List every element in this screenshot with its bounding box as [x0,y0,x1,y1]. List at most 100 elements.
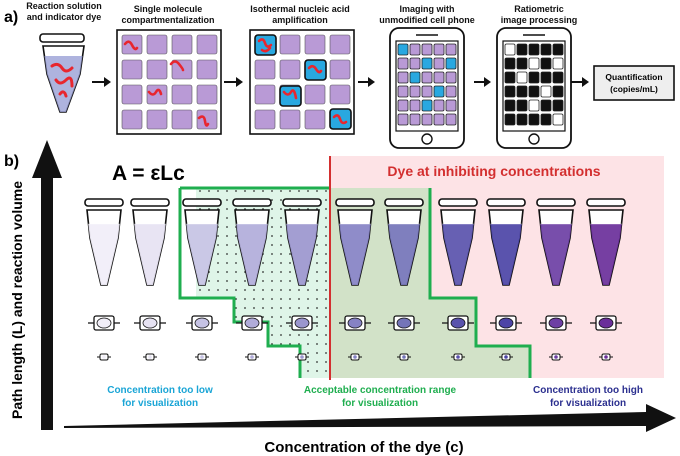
tube-icon [182,198,222,286]
well-icon [286,315,318,331]
tube-cap [384,198,424,207]
well-icon [590,315,622,331]
phone-pixel [397,85,409,98]
phone-pixel [409,71,421,84]
well-icon [236,315,268,331]
low-caption-line1: Concentration too low [107,385,213,396]
tube-liquid [134,224,166,285]
phone-imaging-icon [389,27,465,149]
phone-pixel [397,57,409,70]
quantification-label-line2: (copies/mL) [610,84,658,94]
phone-pixel [433,57,445,70]
phone-pixel [552,85,564,98]
compartment-cell [146,84,168,105]
compartment-cell [279,109,301,130]
ok-caption-line2: for visualization [342,398,418,409]
phone-pixel [445,71,457,84]
small-well-fill [456,355,460,359]
tube-liquid [339,224,371,285]
tube-icon [282,198,322,286]
small-well-fill [604,355,608,359]
phone-pixel [433,99,445,112]
small-well-fill [148,355,152,359]
phone-pixel [445,57,457,70]
phone-pixel [421,57,433,70]
phone-pixel [528,113,540,126]
small-well-fill [504,355,508,359]
phone-pixel [552,43,564,56]
quantification-box: Quantification (copies/mL) [593,65,675,101]
compartment-cell [196,84,218,105]
step5-label-line1: Ratiometric [514,4,564,14]
phone-pixel [528,57,540,70]
compartment-cell [279,34,301,55]
phone-pixel [516,57,528,70]
tube-cap [335,198,375,207]
high-caption-line2: for visualization [550,398,626,409]
well-fill [498,317,514,329]
compartment-cell [279,59,301,80]
phone-pixel [409,99,421,112]
phone-pixel [552,57,564,70]
compartment-cell [329,34,351,55]
compartment-cell [146,34,168,55]
compartment-cell [254,84,276,105]
step1-label-line1: Reaction solution [26,1,102,11]
compartment-cell [171,34,193,55]
compartment-cell [121,84,143,105]
phone-pixel [504,43,516,56]
panel-b-label: b) [4,153,19,170]
phone-pixel [433,113,445,126]
panel-a-label: a) [4,9,18,26]
phone-pixel [397,43,409,56]
tube-liquid [88,224,120,285]
tube-icon [536,198,576,286]
tube-cap [486,198,526,207]
well-series [88,315,622,331]
step4-label-line1: Imaging with [400,4,455,14]
small-well-icon [97,353,111,361]
small-well-fill [200,355,204,359]
small-well-fill [102,355,106,359]
phone-pixel [504,113,516,126]
tube-icon [232,198,272,286]
well-icon [339,315,371,331]
phone-pixel [540,71,552,84]
well-icon [490,315,522,331]
phone-pixel [409,113,421,126]
compartment-cell [146,109,168,130]
phone-pixel [552,113,564,126]
phone-pixel [445,99,457,112]
phone-pixel [504,57,516,70]
phone-pixel [540,57,552,70]
step3-label-line1: Isothermal nucleic acid [250,4,350,14]
small-well-icon [499,353,513,361]
compartment-cell [171,84,193,105]
tube-icon [586,198,626,286]
phone-pixel [516,43,528,56]
small-well-icon [195,353,209,361]
phone-pixel [433,71,445,84]
x-axis-arrow [64,404,676,432]
small-well-icon [143,353,157,361]
phone-pixel [552,99,564,112]
phone-pixel [421,71,433,84]
compartment-cell [329,84,351,105]
well-fill [294,317,310,329]
compartment-grid [116,29,222,135]
well-fill [244,317,260,329]
tube-icon [438,198,478,286]
tube-liquid [490,224,522,285]
compartment-cell [304,84,326,105]
step2-label-line2: compartmentalization [121,15,214,25]
step5-label-line2: image processing [501,15,578,25]
phone-pixel [397,113,409,126]
upper-limit-line [428,188,532,378]
phone-pixel [504,71,516,84]
phone-pixel [540,85,552,98]
well-fill [396,317,412,329]
phone-pixel [397,71,409,84]
phone-pixel [421,113,433,126]
phone-pixel [433,43,445,56]
well-icon [134,315,166,331]
